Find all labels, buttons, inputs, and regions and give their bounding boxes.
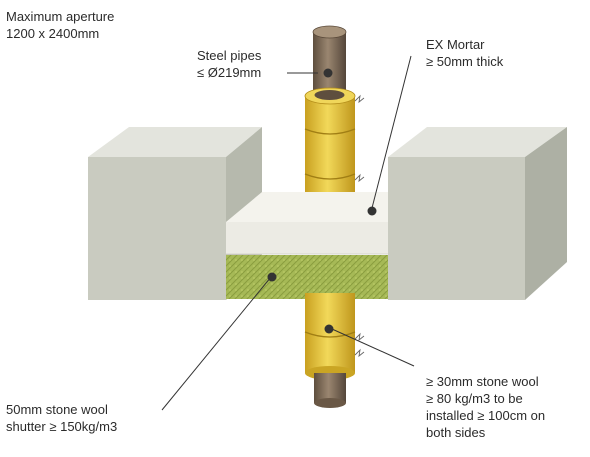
wrap-line3: installed ≥ 100cm on: [426, 408, 546, 423]
stone-wool-shutter: [226, 255, 388, 299]
aperture-line1: Maximum aperture: [6, 9, 115, 24]
shutter-leader: [161, 276, 272, 411]
pipes-dot: [323, 68, 333, 78]
wrap-dot: [324, 324, 334, 334]
left-wall-front: [88, 157, 226, 300]
leader-lines: [161, 55, 415, 411]
lower-steel-pipe: [314, 373, 346, 408]
pipes-label: Steel pipes ≤ Ø219mm: [197, 47, 261, 81]
mortar-leader: [371, 55, 412, 209]
mortar-line1: EX Mortar: [426, 37, 485, 52]
right-wall-side: [525, 127, 567, 300]
shutter-line1: 50mm stone wool: [6, 402, 108, 417]
shutter-label: 50mm stone wool shutter ≥ 150kg/m3: [6, 401, 117, 435]
shutter-dot: [267, 272, 277, 282]
wrap-line2: ≥ 80 kg/m3 to be: [426, 391, 523, 406]
wrap-line4: both sides: [426, 425, 486, 440]
wrap-label: ≥ 30mm stone wool ≥ 80 kg/m3 to be insta…: [426, 373, 545, 441]
mortar-line2: ≥ 50mm thick: [426, 54, 504, 69]
right-wall-top: [388, 127, 567, 157]
wrap-leader: [331, 328, 415, 367]
mortar-dot: [367, 206, 377, 216]
pipes-line2: ≤ Ø219mm: [197, 65, 262, 80]
left-wall-top: [88, 127, 262, 157]
mortar-label: EX Mortar ≥ 50mm thick: [426, 36, 503, 70]
ex-mortar-layer: [226, 192, 388, 255]
wrap-line1: ≥ 30mm stone wool: [426, 374, 539, 389]
lower-stone-wool-wrap: [304, 293, 365, 380]
aperture-line2: 1200 x 2400mm: [6, 26, 100, 41]
upper-steel-pipe: [312, 25, 347, 92]
leader-dots: [267, 68, 377, 334]
aperture-label: Maximum aperture 1200 x 2400mm: [6, 8, 114, 42]
pipes-line1: Steel pipes: [197, 48, 262, 63]
right-wall-front: [388, 157, 525, 300]
shutter-line2: shutter ≥ 150kg/m3: [6, 419, 118, 434]
right-wall: [388, 127, 567, 300]
